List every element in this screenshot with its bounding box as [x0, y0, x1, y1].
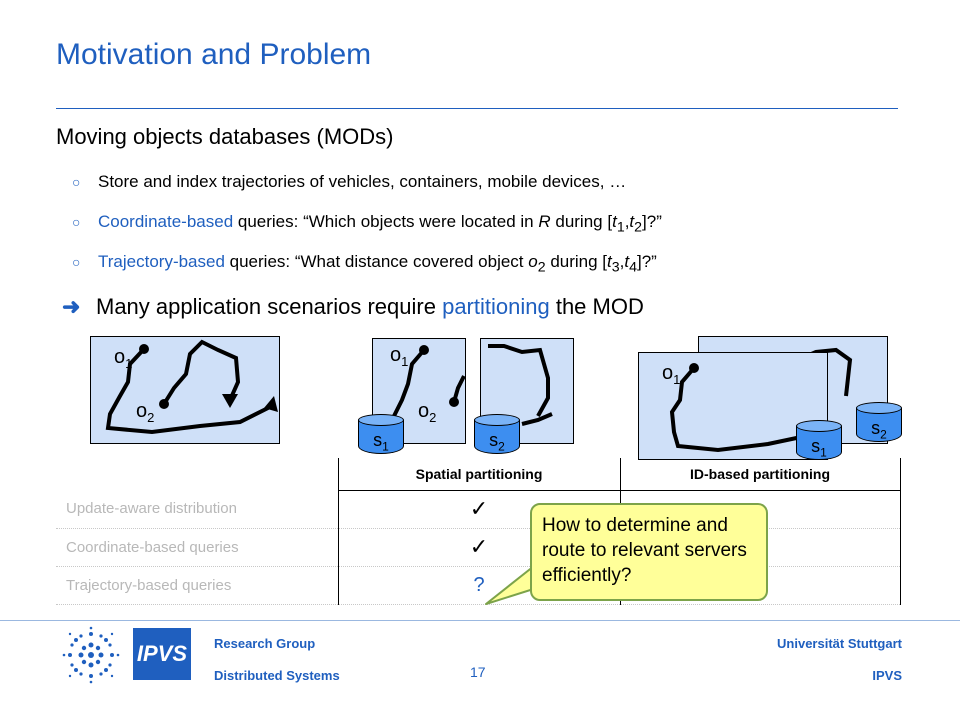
footer-university: Universität Stuttgart — [777, 636, 902, 651]
header-id-based: ID-based partitioning — [619, 458, 901, 491]
object-o2-label: o2 — [136, 400, 155, 425]
callout-box: How to determine and route to relevant s… — [530, 503, 768, 601]
bullet-store-index: ○Store and index trajectories of vehicle… — [72, 172, 627, 191]
slide-title: Motivation and Problem — [56, 38, 372, 71]
trajectory-end-arrow-icon — [222, 394, 238, 408]
server-s1: s1 — [796, 420, 842, 460]
object-o2-marker — [159, 399, 169, 409]
trajectory-end-arrow-icon — [264, 396, 278, 412]
title-rule — [56, 108, 898, 109]
header-spatial: Spatial partitioning — [337, 458, 620, 491]
object-o1-marker — [419, 345, 429, 355]
check-icon: ✓ — [469, 534, 489, 559]
object-o2-marker — [449, 397, 459, 407]
circle-bullet-icon: ○ — [72, 254, 81, 270]
check-icon: ✓ — [469, 496, 489, 521]
trajectory-o2 — [162, 339, 241, 406]
trajectory-o1 — [105, 347, 273, 435]
right-arrow-icon: ➜ — [62, 294, 81, 319]
object-o1-label: o1 — [662, 362, 681, 387]
footer-ipvs: IPVS — [872, 668, 902, 683]
server-s2: s2 — [856, 402, 902, 442]
object-o1-label: o1 — [114, 346, 133, 371]
circle-bullet-icon: ○ — [72, 214, 81, 230]
trajectory-diagram-mod — [105, 339, 278, 435]
trajectory-o1 — [669, 366, 807, 453]
object-o1-label: o1 — [390, 344, 409, 369]
trajectory-segment — [392, 348, 426, 417]
partitioning-statement: ➜Many application scenarios require part… — [62, 294, 644, 319]
university-logo-icon — [62, 626, 120, 684]
spatial-panel-2 — [480, 338, 574, 444]
table-header-row: Spatial partitioning ID-based partitioni… — [56, 458, 901, 491]
table-row: Trajectory-based queries ? — [56, 566, 901, 605]
footer-rule — [0, 620, 960, 621]
object-o1-marker — [689, 363, 699, 373]
ipvs-logo: IPVS — [133, 628, 191, 680]
server-s1: s1 — [358, 414, 404, 454]
footer-research-group: Research Group — [214, 636, 316, 651]
bullet-trajectory-queries: ○Trajectory-based queries: “What distanc… — [72, 252, 657, 276]
footer-distributed-systems: Distributed Systems — [214, 668, 340, 683]
page-number: 17 — [470, 664, 486, 680]
table-row: Coordinate-based queries ✓ — [56, 528, 901, 567]
comparison-table: Spatial partitioning ID-based partitioni… — [56, 458, 901, 605]
trajectory-diagram-spatial — [392, 344, 553, 426]
object-o1-marker — [139, 344, 149, 354]
server-s2: s2 — [474, 414, 520, 454]
main-heading: Moving objects databases (MODs) — [56, 124, 394, 149]
object-o2-label: o2 — [418, 400, 437, 425]
bullet-coordinate-queries: ○Coordinate-based queries: “Which object… — [72, 212, 662, 236]
trajectory-segment — [488, 344, 550, 417]
circle-bullet-icon: ○ — [72, 174, 81, 190]
trajectory-segment — [521, 412, 553, 426]
table-row: Update-aware distribution ✓ — [56, 490, 901, 529]
question-mark: ? — [473, 573, 485, 596]
